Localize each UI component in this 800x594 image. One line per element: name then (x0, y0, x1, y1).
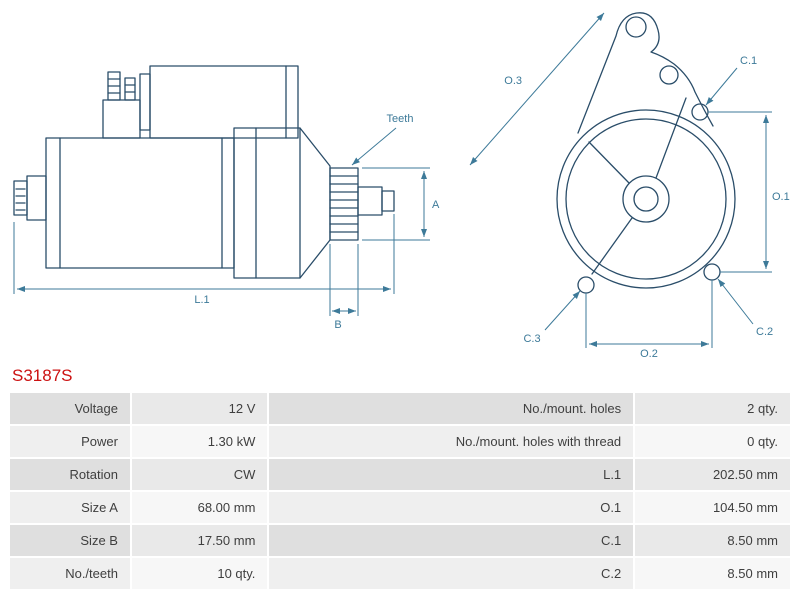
spec-label: Rotation (10, 459, 130, 490)
technical-drawing: Teeth A L.1 B (13, 12, 790, 360)
spec-label: C.1 (269, 525, 634, 556)
dim-label-b: B (334, 319, 341, 331)
spec-label: Voltage (10, 393, 130, 424)
dim-label-o1: O.1 (772, 191, 790, 203)
spec-table: Voltage 12 V No./mount. holes 2 qty. Pow… (8, 391, 792, 591)
spec-label: Power (10, 426, 130, 457)
dim-label-c2: C.2 (756, 326, 773, 338)
front-view-dimensions (469, 12, 772, 348)
spec-label: C.2 (269, 558, 634, 589)
spec-value: 8.50 mm (635, 558, 790, 589)
spec-value: 68.00 mm (131, 492, 268, 523)
dim-label-l1: L.1 (194, 294, 209, 306)
dim-label-o2: O.2 (640, 348, 658, 360)
spec-label: L.1 (269, 459, 634, 490)
spec-value: 0 qty. (635, 426, 790, 457)
dim-label-c3: C.3 (523, 333, 540, 345)
dim-label-a: A (432, 199, 440, 211)
spec-label: No./mount. holes with thread (269, 426, 634, 457)
spec-value: 12 V (131, 393, 268, 424)
spec-row: Voltage 12 V No./mount. holes 2 qty. (10, 393, 790, 424)
dim-label-o3: O.3 (504, 75, 522, 87)
spec-row: No./teeth 10 qty. C.2 8.50 mm (10, 558, 790, 589)
spec-label: No./teeth (10, 558, 130, 589)
spec-row: Size A 68.00 mm O.1 104.50 mm (10, 492, 790, 523)
spec-label: O.1 (269, 492, 634, 523)
front-view-outline (556, 12, 736, 294)
spec-row: Size B 17.50 mm C.1 8.50 mm (10, 525, 790, 556)
spec-label: No./mount. holes (269, 393, 634, 424)
starter-motor-drawing: Teeth A L.1 B (13, 12, 790, 360)
side-view-outline (13, 65, 395, 279)
spec-value: 10 qty. (131, 558, 268, 589)
part-number: S3187S (12, 366, 73, 385)
spec-row: Rotation CW L.1 202.50 mm (10, 459, 790, 490)
spec-value: 8.50 mm (635, 525, 790, 556)
spec-value: 202.50 mm (635, 459, 790, 490)
spec-value: 1.30 kW (131, 426, 268, 457)
spec-value: CW (131, 459, 268, 490)
spec-value: 104.50 mm (635, 492, 790, 523)
spec-label: Size B (10, 525, 130, 556)
spec-value: 2 qty. (635, 393, 790, 424)
dim-label-teeth: Teeth (387, 113, 414, 125)
side-view-dimensions (13, 127, 430, 316)
spec-label: Size A (10, 492, 130, 523)
dim-label-c1: C.1 (740, 55, 757, 67)
spec-row: Power 1.30 kW No./mount. holes with thre… (10, 426, 790, 457)
spec-value: 17.50 mm (131, 525, 268, 556)
